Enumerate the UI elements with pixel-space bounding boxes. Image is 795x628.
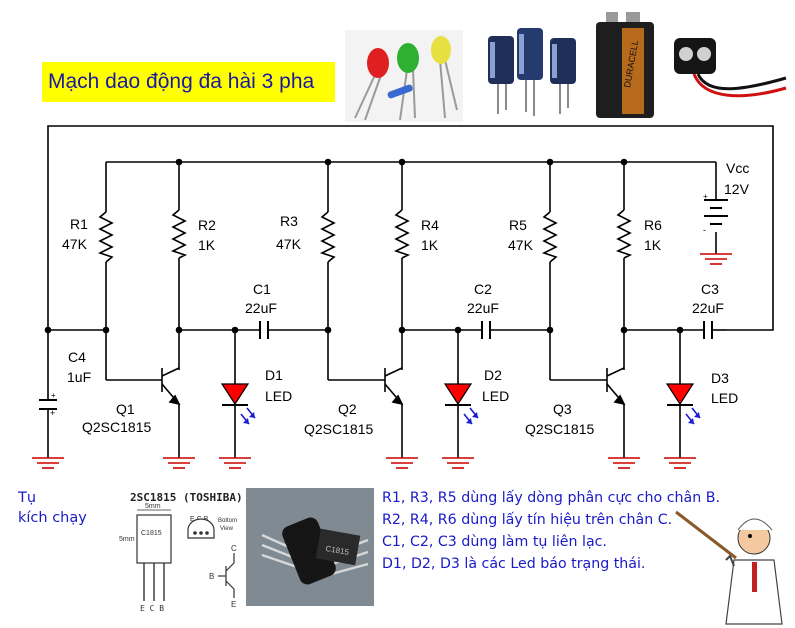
led-d1 bbox=[220, 383, 256, 425]
c2-value: 22uF bbox=[467, 300, 499, 316]
pinout-diagram: 2SC1815 (TOSHIBA) 5mm 5mm C1815 E C B E … bbox=[119, 491, 243, 613]
ground-symbol-1 bbox=[32, 457, 64, 469]
r4-value: 1K bbox=[421, 237, 439, 253]
r1-name: R1 bbox=[70, 216, 88, 232]
ground-symbol-4 bbox=[386, 457, 418, 469]
q2-part: Q2SC1815 bbox=[304, 421, 373, 437]
professor-icon bbox=[675, 510, 783, 625]
r2-value: 1K bbox=[198, 237, 216, 253]
c1-value: 22uF bbox=[245, 300, 277, 316]
c4-value: 1uF bbox=[67, 369, 91, 385]
q2-name: Q2 bbox=[338, 401, 357, 417]
resistor-r2 bbox=[170, 209, 188, 259]
d3-type: LED bbox=[711, 390, 738, 406]
pinout-symbol-c: C bbox=[231, 544, 237, 553]
resistor-r5 bbox=[541, 211, 558, 263]
r3-value: 47K bbox=[276, 236, 302, 252]
resistor-r4 bbox=[393, 209, 411, 259]
transistor-photo: C1815 bbox=[246, 488, 374, 606]
transistor-q1 bbox=[161, 367, 181, 406]
r1-value: 47K bbox=[62, 236, 88, 252]
r3-name: R3 bbox=[280, 213, 298, 229]
ground-symbol-6 bbox=[608, 457, 640, 469]
photo-label: C1815 bbox=[325, 544, 350, 557]
d3-name: D3 bbox=[711, 370, 729, 386]
pinout-title: 2SC1815 (TOSHIBA) bbox=[130, 491, 243, 504]
svg-text:+: + bbox=[51, 391, 56, 400]
d2-name: D2 bbox=[484, 367, 502, 383]
note-line-2: R2, R4, R6 dùng lấy tín hiệu trên chân C… bbox=[382, 512, 673, 528]
r5-name: R5 bbox=[509, 217, 527, 233]
svg-text:-: - bbox=[703, 225, 706, 235]
pinout-dim: 5mm bbox=[145, 503, 161, 510]
ground-symbol-2 bbox=[163, 457, 195, 469]
pinout-bottom-view-2: View bbox=[220, 526, 234, 532]
ground-symbol-8 bbox=[700, 253, 732, 265]
pinout-symbol-b: B bbox=[209, 572, 214, 581]
r6-name: R6 bbox=[644, 217, 662, 233]
r6-value: 1K bbox=[644, 237, 662, 253]
pinout-body-label: C1815 bbox=[141, 530, 162, 537]
starter-note-line-1: Tụ bbox=[18, 490, 37, 506]
ground-symbol-7 bbox=[664, 457, 696, 469]
page-title: Mạch dao động đa hài 3 pha bbox=[42, 62, 335, 102]
vcc-label: Vcc bbox=[726, 160, 749, 176]
capacitor-c1 bbox=[259, 321, 269, 339]
svg-text:5mm: 5mm bbox=[119, 536, 135, 543]
r4-name: R4 bbox=[421, 217, 439, 233]
battery-clip-photo bbox=[664, 30, 790, 112]
starter-note-line-2: kích chạy bbox=[18, 510, 87, 526]
explanation-notes: R1, R3, R5 dùng lấy dòng phân cực cho ch… bbox=[382, 487, 720, 575]
transistor-q2 bbox=[384, 367, 404, 406]
transistor-q3 bbox=[606, 367, 626, 406]
pinout-symbol-e: E bbox=[231, 600, 236, 609]
c1-name: C1 bbox=[253, 281, 271, 297]
pinout-pins: E C B bbox=[140, 604, 164, 613]
starter-capacitor-note: Tụ kích chạy bbox=[18, 488, 87, 528]
q1-name: Q1 bbox=[116, 401, 135, 417]
r2-name: R2 bbox=[198, 217, 216, 233]
d1-name: D1 bbox=[265, 367, 283, 383]
note-line-3: C1, C2, C3 dùng làm tụ liên lạc. bbox=[382, 534, 607, 550]
capacitor-c3 bbox=[703, 321, 713, 339]
note-line-1: R1, R3, R5 dùng lấy dòng phân cực cho ch… bbox=[382, 490, 720, 506]
q3-name: Q3 bbox=[553, 401, 572, 417]
c3-value: 22uF bbox=[692, 300, 724, 316]
r5-value: 47K bbox=[508, 237, 534, 253]
c2-name: C2 bbox=[474, 281, 492, 297]
q3-part: Q2SC1815 bbox=[525, 421, 594, 437]
note-line-4: D1, D2, D3 là các Led báo trạng thái. bbox=[382, 556, 646, 572]
junctions bbox=[44, 158, 684, 334]
ground-symbol-3 bbox=[219, 457, 251, 469]
d1-type: LED bbox=[265, 388, 292, 404]
resistor-r6 bbox=[615, 209, 633, 259]
svg-text:+: + bbox=[50, 408, 55, 418]
resistor-r1 bbox=[97, 211, 114, 263]
battery-photo: DURACELL bbox=[590, 8, 660, 120]
capacitors-photo bbox=[478, 22, 584, 118]
wiring bbox=[47, 125, 774, 458]
svg-text:+: + bbox=[703, 192, 708, 201]
led-d2 bbox=[443, 383, 479, 425]
ground-symbol-5 bbox=[442, 457, 474, 469]
vcc-voltage: 12V bbox=[724, 181, 750, 197]
q1-part: Q2SC1815 bbox=[82, 419, 151, 435]
c4-name: C4 bbox=[68, 349, 86, 365]
capacitor-c2 bbox=[481, 321, 491, 339]
capacitor-c4 bbox=[39, 399, 57, 410]
leds-photo bbox=[345, 30, 463, 122]
pinout-bottom-view-1: Bottom bbox=[218, 518, 237, 524]
resistor-r3 bbox=[319, 211, 336, 263]
d2-type: LED bbox=[482, 388, 509, 404]
led-d3 bbox=[665, 383, 701, 425]
battery-12v bbox=[704, 199, 728, 225]
c3-name: C3 bbox=[701, 281, 719, 297]
